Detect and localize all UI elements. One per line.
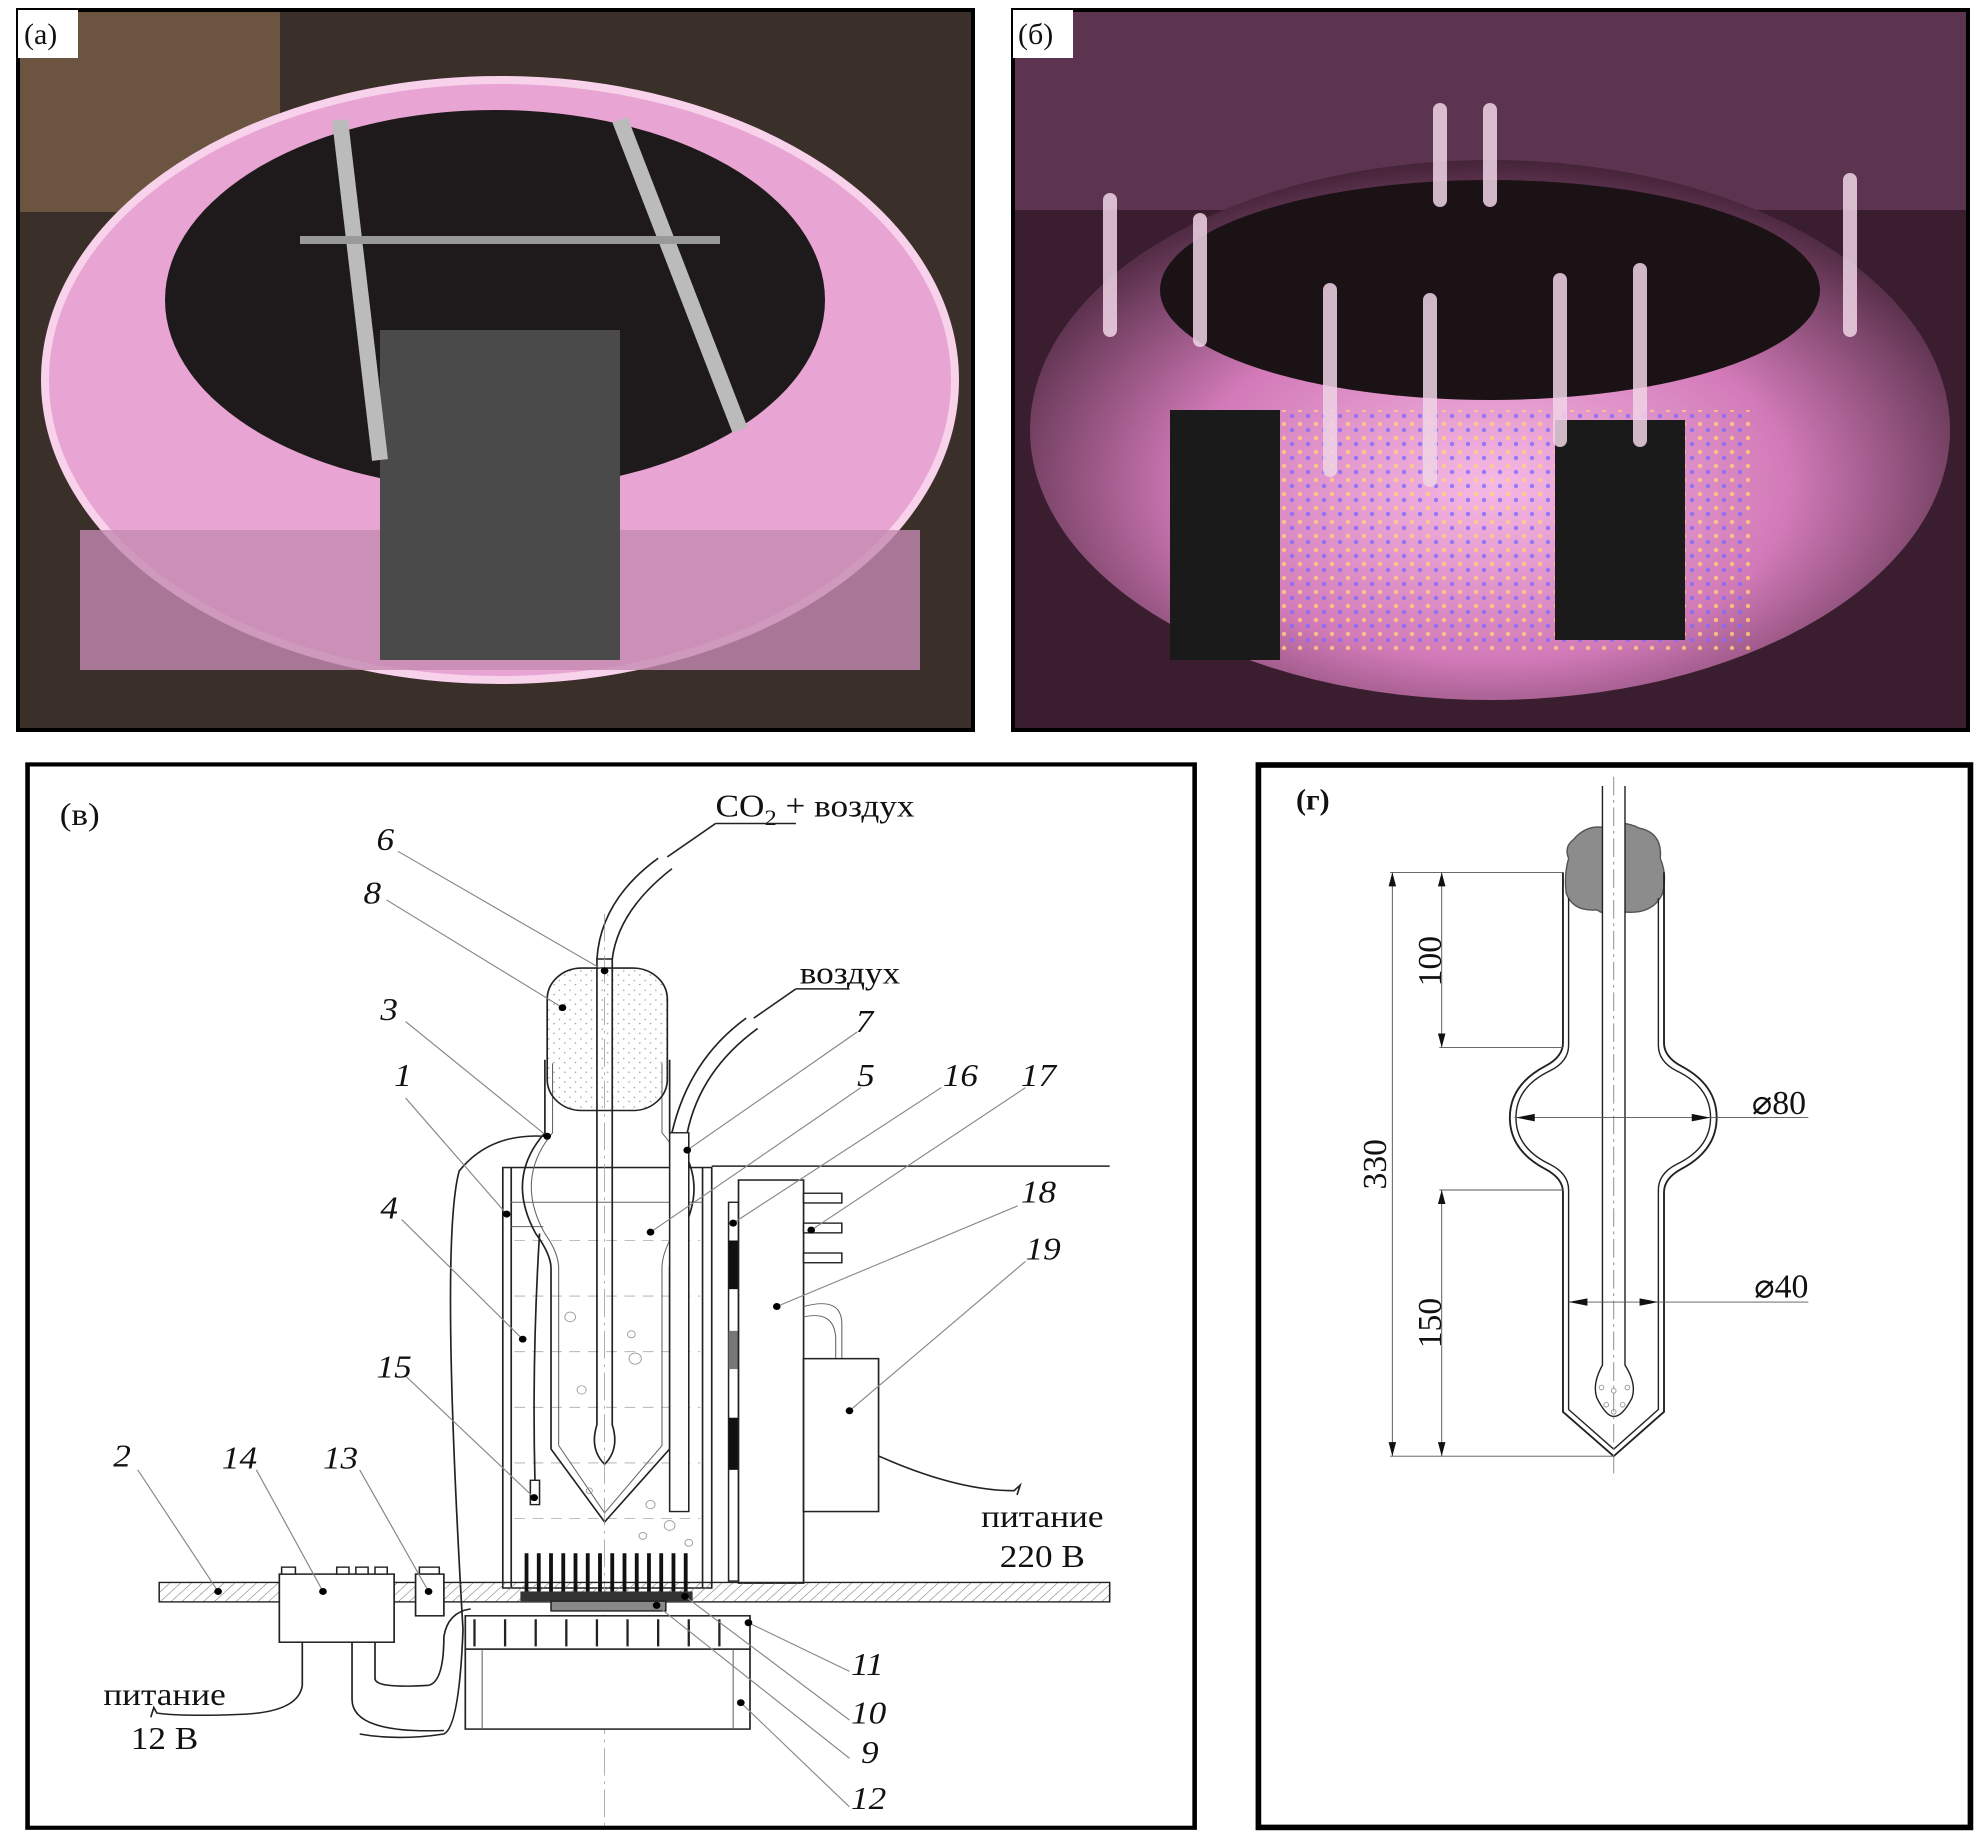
callout-7: 7	[856, 1004, 875, 1039]
power-220-voltage: 220 В	[1000, 1540, 1085, 1575]
power-12-voltage: 12 В	[131, 1722, 198, 1757]
callout-19: 19	[1026, 1232, 1061, 1267]
photo-b-chamber-side-view: (б)	[1011, 8, 1970, 732]
callout-5: 5	[857, 1059, 875, 1094]
vessel-stopper	[546, 967, 669, 1112]
panel-label-d: (г)	[1296, 783, 1330, 816]
callout-16: 16	[943, 1059, 978, 1094]
callout-14: 14	[222, 1441, 257, 1476]
schematic-panel: (в) CO2 + воздух воздух	[25, 762, 1197, 1830]
callout-18: 18	[1021, 1175, 1056, 1210]
cooling-fan	[464, 1648, 751, 1730]
callout-8: 8	[364, 876, 382, 911]
air-inlet-label: воздух	[800, 956, 901, 991]
dim-tube-diameter: ⌀40	[1754, 1268, 1808, 1305]
panel-label-a: (а)	[24, 18, 57, 51]
callout-3: 3	[379, 993, 398, 1028]
callout-1: 1	[394, 1059, 412, 1094]
callout-13: 13	[323, 1441, 358, 1476]
power-supply-box	[802, 1357, 880, 1513]
callout-6: 6	[377, 822, 395, 857]
callout-4: 4	[380, 1191, 398, 1226]
panel-label-b: (б)	[1018, 18, 1053, 51]
dim-bottom-section: 150	[1412, 1298, 1449, 1348]
callout-11: 11	[851, 1647, 884, 1682]
heatsink	[524, 1553, 688, 1592]
callout-2: 2	[113, 1439, 131, 1474]
callout-17: 17	[1021, 1059, 1057, 1094]
peltier-element	[550, 1600, 667, 1612]
callout-leaders	[137, 850, 1026, 1808]
callout-10: 10	[851, 1696, 886, 1731]
panel-label-c: (в)	[60, 797, 100, 832]
power-220-label: питание	[981, 1499, 1103, 1534]
dim-total-length: 330	[1357, 1139, 1394, 1189]
gas-inlet-label: CO2 + воздух	[716, 789, 915, 831]
power-12-label: питание	[103, 1677, 225, 1712]
callout-9: 9	[861, 1736, 879, 1771]
dim-top-section: 100	[1412, 936, 1449, 986]
led-driver-box	[737, 1179, 805, 1584]
dim-bulb-diameter: ⌀80	[1752, 1085, 1806, 1122]
vessel-dimension-panel: (г) 330 100 150 ⌀80 ⌀40	[1255, 762, 1974, 1831]
photo-a-chamber-top-view: (а)	[16, 8, 975, 732]
callout-12: 12	[851, 1781, 886, 1816]
callout-15: 15	[377, 1350, 412, 1385]
callout-numbers: 1 2 3 4 5 6 7 8 9 10 11 12 13 14 15 16 1…	[113, 822, 1061, 1816]
